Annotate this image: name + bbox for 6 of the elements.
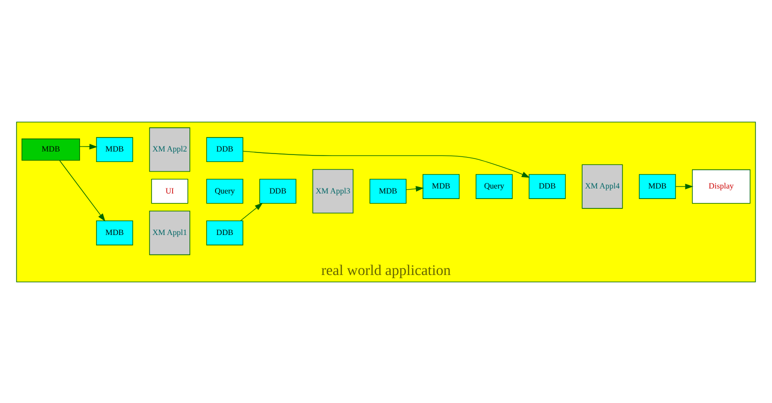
arrow	[59, 160, 106, 221]
arrow	[242, 150, 530, 178]
arrow	[240, 202, 263, 220]
arrow	[675, 183, 694, 189]
arrow	[406, 185, 424, 192]
arrow	[79, 143, 98, 149]
